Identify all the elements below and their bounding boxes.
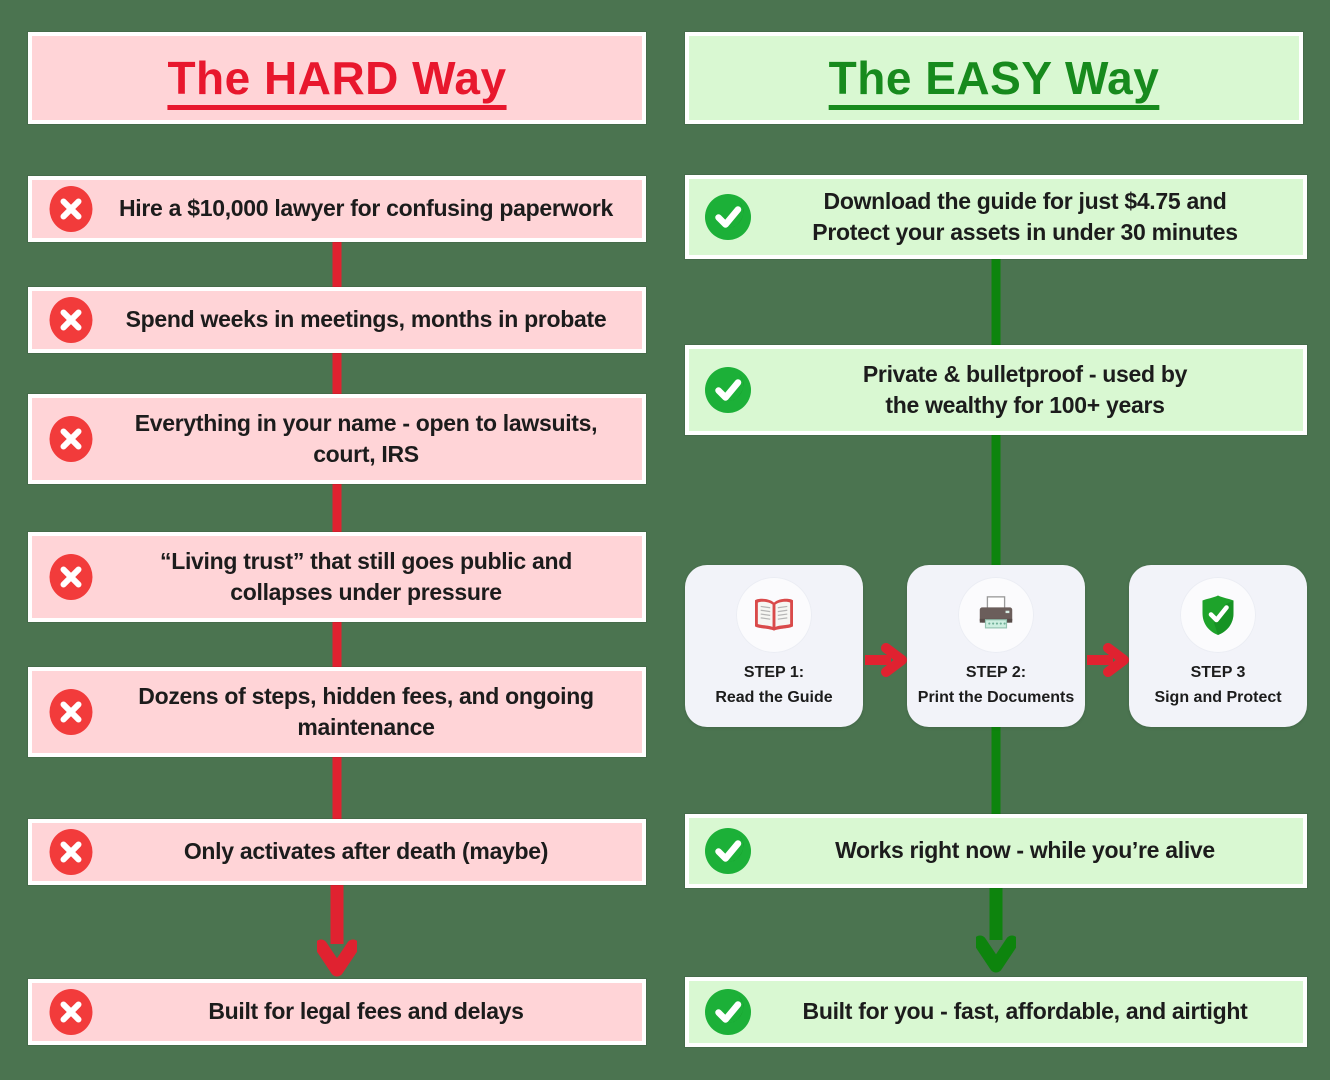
step-label: STEP 3 Sign and Protect — [1154, 661, 1281, 711]
x-circle-icon — [48, 829, 94, 875]
open-book-icon — [755, 598, 793, 631]
step-card-sign-protect: STEP 3 Sign and Protect — [1129, 565, 1307, 727]
hard-final-item: Built for legal fees and delays — [28, 979, 646, 1045]
item-text: Only activates after death (maybe) — [183, 838, 549, 865]
item-text: Hire a $10,000 lawyer for confusing pape… — [119, 195, 613, 222]
step-number: STEP 1: — [743, 664, 805, 681]
item-text: Built for legal fees and delays — [208, 998, 524, 1025]
hard-item-hidden-fees: Dozens of steps, hidden fees, and ongoin… — [28, 667, 646, 757]
check-circle-icon — [705, 367, 751, 413]
easy-item-download: Download the guide for just $4.75 and Pr… — [685, 175, 1307, 259]
step-number: STEP 2: — [965, 664, 1027, 681]
hard-item-probate: Spend weeks in meetings, months in proba… — [28, 287, 646, 353]
check-circle-icon — [705, 194, 751, 240]
right-arrow-icon — [1087, 643, 1129, 677]
easy-item-works-now: Works right now - while you’re alive — [685, 814, 1307, 888]
item-text: Download the guide for just $4.75 and Pr… — [812, 187, 1238, 245]
step-icon-circle — [958, 577, 1034, 653]
item-text: Works right now - while you’re alive — [835, 837, 1215, 864]
item-text: Private & bulletproof - used by the weal… — [862, 360, 1188, 418]
step-name: Read the Guide — [715, 688, 833, 706]
hard-item-living-trust: “Living trust” that still goes public an… — [28, 532, 646, 622]
step-name: Print the Documents — [917, 688, 1075, 706]
x-circle-icon — [48, 416, 94, 462]
x-circle-icon — [48, 689, 94, 735]
item-text: Dozens of steps, hidden fees, and ongoin… — [138, 682, 594, 740]
hard-item-after-death: Only activates after death (maybe) — [28, 819, 646, 885]
easy-final-item: Built for you - fast, affordable, and ai… — [685, 977, 1307, 1047]
printer-icon — [979, 596, 1013, 629]
x-circle-icon — [48, 297, 94, 343]
hard-column-header: The HARD Way — [28, 32, 646, 124]
easy-column-header: The EASY Way — [685, 32, 1303, 124]
hard-column-title: The HARD Way — [167, 52, 507, 104]
step-icon-circle — [1180, 577, 1256, 653]
hard-item-lawyer: Hire a $10,000 lawyer for confusing pape… — [28, 176, 646, 242]
step-icon-circle — [736, 577, 812, 653]
easy-steps-row: STEP 1: Read the Guide — [685, 565, 1307, 727]
step-card-read-guide: STEP 1: Read the Guide — [685, 565, 863, 727]
item-text: Spend weeks in meetings, months in proba… — [125, 306, 607, 333]
right-arrow-icon — [865, 643, 907, 677]
check-circle-icon — [705, 989, 751, 1035]
x-circle-icon — [48, 989, 94, 1035]
step-number: STEP 3 — [1190, 664, 1246, 681]
x-circle-icon — [48, 554, 94, 600]
step-name: Sign and Protect — [1154, 688, 1282, 706]
step-label: STEP 2: Print the Documents — [918, 661, 1074, 711]
hard-item-lawsuits: Everything in your name - open to lawsui… — [28, 394, 646, 484]
easy-item-private: Private & bulletproof - used by the weal… — [685, 345, 1307, 435]
item-text: Everything in your name - open to lawsui… — [134, 409, 598, 467]
check-circle-icon — [705, 828, 751, 874]
shield-check-icon — [1202, 595, 1234, 635]
item-text: Built for you - fast, affordable, and ai… — [802, 998, 1248, 1025]
easy-column-title: The EASY Way — [828, 52, 1160, 104]
item-text: “Living trust” that still goes public an… — [160, 547, 572, 605]
step-card-print-documents: STEP 2: Print the Documents — [907, 565, 1085, 727]
step-label: STEP 1: Read the Guide — [715, 661, 832, 711]
x-circle-icon — [48, 186, 94, 232]
